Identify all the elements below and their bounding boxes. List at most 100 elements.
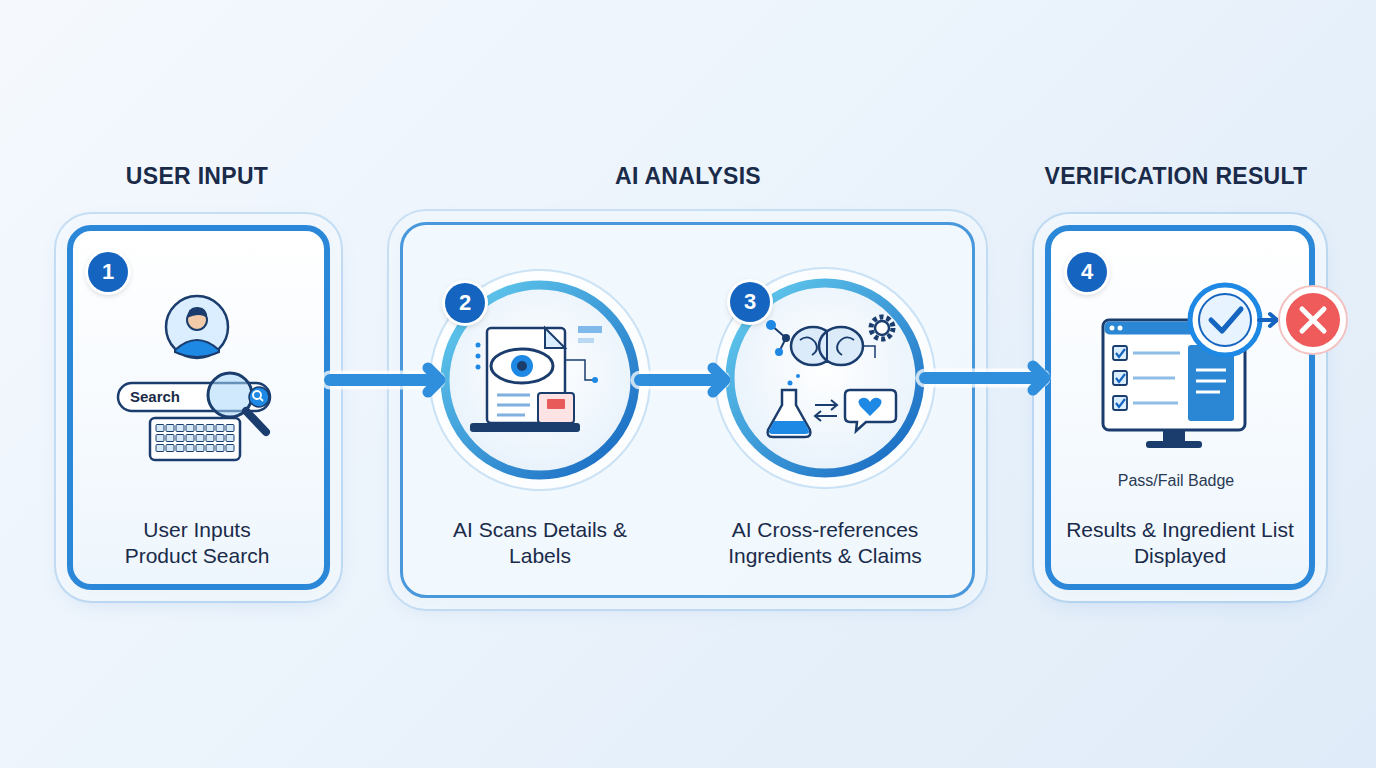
text-line — [497, 414, 525, 417]
brain-fold — [837, 337, 854, 355]
avatar-body — [175, 340, 219, 357]
brain-left — [791, 327, 835, 365]
panel-line — [1196, 369, 1226, 372]
data-bar — [578, 338, 594, 343]
search-button-glyph — [260, 398, 263, 401]
label-card-mark — [547, 399, 565, 409]
heart-symbol — [858, 398, 881, 416]
eye-iris — [511, 355, 533, 377]
step-label: AI Cross-references Ingredients & Claims — [700, 517, 950, 569]
checkbox-tick — [1116, 349, 1125, 357]
detail-panel — [1188, 345, 1234, 421]
keyboard-keys — [155, 423, 235, 453]
list-line — [1133, 402, 1178, 405]
dot — [476, 365, 481, 370]
cross-reference-icon — [766, 317, 896, 437]
molecule-atom — [766, 320, 776, 330]
process-box: VERIFICATION RESULT4Pass/Fail BadgeResul… — [1045, 225, 1315, 590]
section-heading: VERIFICATION RESULT — [1006, 163, 1346, 189]
molecule-bond — [779, 338, 786, 352]
checkbox — [1113, 371, 1127, 385]
user-search-icon — [118, 296, 270, 460]
arrow-head — [428, 368, 440, 392]
bubble — [796, 374, 800, 378]
avatar-head — [187, 310, 207, 330]
fail-badge — [1286, 293, 1340, 347]
brain-fold — [800, 337, 817, 355]
step-number: 3 — [730, 282, 770, 322]
gear-hub — [875, 321, 889, 335]
result-icon — [1103, 285, 1347, 448]
chat-bubble — [845, 390, 896, 431]
panel-line — [1196, 380, 1226, 383]
checkbox-tick — [1116, 399, 1125, 407]
step-number: 1 — [88, 252, 128, 292]
flow-arrow — [330, 368, 440, 392]
molecule-atom — [775, 348, 783, 356]
label-card — [538, 393, 574, 423]
magnifier-handle — [246, 411, 266, 432]
avatar-circle — [166, 296, 228, 358]
window-dot — [1110, 326, 1115, 331]
molecule-bond — [771, 325, 786, 338]
step-label: Results & Ingredient List Displayed — [1065, 517, 1295, 569]
keyboard-body — [150, 418, 240, 460]
arrow-head — [713, 368, 725, 392]
checkbox-tick — [1116, 374, 1125, 382]
flow-arrow — [925, 366, 1045, 390]
circle-ring — [730, 283, 920, 473]
window-bar — [1105, 322, 1244, 335]
arrow-shaft — [925, 372, 1041, 384]
arrow-shaft — [640, 374, 721, 386]
document-sheet — [487, 328, 565, 423]
brain-split — [826, 330, 828, 363]
arrow-head — [1033, 366, 1045, 390]
group-box: 2AI Scans Details & Labels3AI Cross-refe… — [400, 222, 975, 598]
eye-outline — [491, 349, 553, 383]
text-line — [497, 404, 530, 407]
circle-halo — [715, 268, 935, 488]
section-heading: AI ANALYSIS — [488, 163, 888, 189]
circuit-line — [565, 360, 595, 380]
process-box: USER INPUT1User Inputs Product Search — [67, 225, 330, 590]
brain-right — [819, 327, 863, 365]
panel-line — [1196, 391, 1220, 394]
text-line — [497, 394, 530, 397]
dot — [476, 343, 481, 348]
pass-badge — [1199, 294, 1251, 346]
list-line — [1133, 377, 1175, 380]
circle-halo — [430, 270, 650, 490]
monitor-neck — [1163, 430, 1185, 442]
laptop-base — [470, 423, 580, 432]
exchange-arrow — [815, 400, 837, 410]
step-number: 2 — [445, 283, 485, 323]
process-circle: 2AI Scans Details & Labels — [440, 280, 640, 480]
data-bar — [578, 326, 602, 333]
search-button-glyph — [253, 391, 261, 399]
search-button — [249, 387, 269, 407]
exchange-arrow — [815, 411, 837, 421]
result-pointer — [1259, 314, 1277, 326]
section-heading: USER INPUT — [47, 163, 347, 189]
scan-icon — [470, 326, 602, 432]
monitor-screen — [1103, 320, 1245, 430]
checkbox — [1113, 396, 1127, 410]
document-fold — [545, 328, 565, 348]
process-circle: 3AI Cross-references Ingredients & Claim… — [725, 278, 925, 478]
fail-badge-ring — [1279, 286, 1347, 354]
monitor-foot — [1146, 441, 1202, 448]
step-label: User Inputs Product Search — [112, 517, 282, 569]
search-bar — [118, 383, 270, 411]
flow-arrow — [640, 368, 725, 392]
step-label: AI Scans Details & Labels — [445, 517, 635, 569]
checkbox — [1113, 346, 1127, 360]
pass-badge-ring — [1190, 285, 1260, 355]
avatar-hair — [187, 307, 207, 318]
circuit-line — [863, 346, 875, 358]
arrow-halo — [640, 371, 721, 390]
fail-cross — [1302, 309, 1324, 331]
window-dot — [1118, 326, 1123, 331]
dot — [476, 354, 481, 359]
flask-liquid — [769, 421, 809, 434]
